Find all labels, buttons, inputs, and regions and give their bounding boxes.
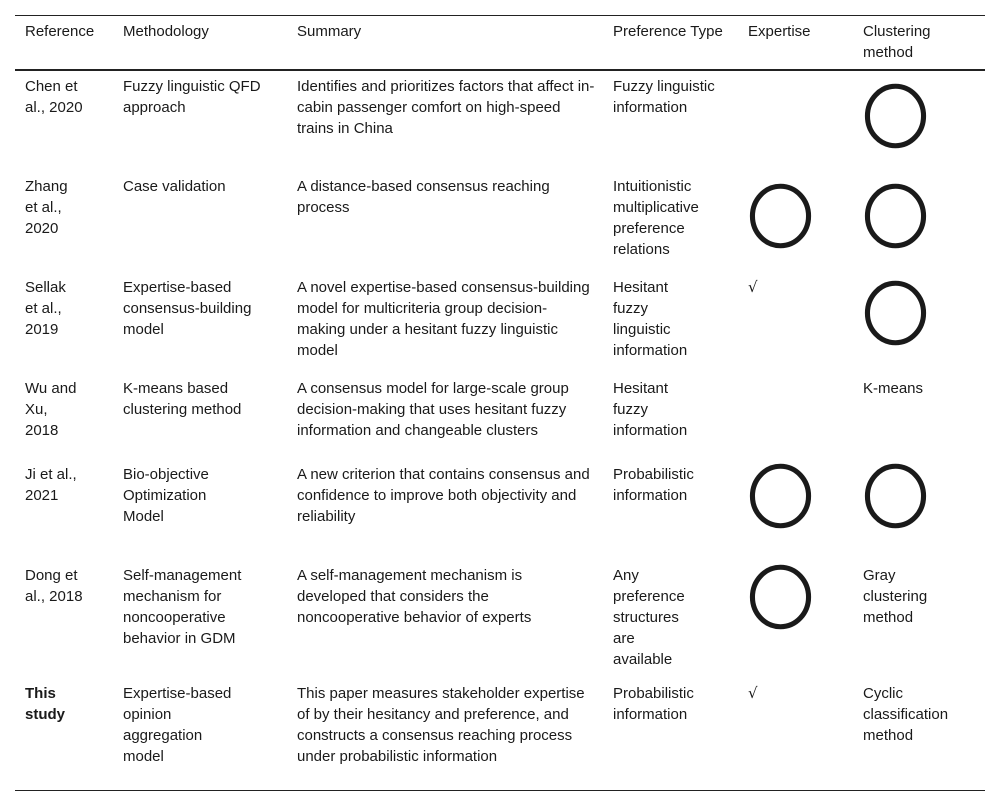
cell-preference-type: Hesitant fuzzy linguistic information	[603, 272, 738, 373]
cell-clustering-method: Gray clustering method	[853, 560, 985, 678]
cell-methodology: Fuzzy linguistic QFD approach	[123, 78, 261, 116]
circle-icon	[864, 280, 927, 346]
cell-summary: A self-management mechanism is developed…	[297, 567, 532, 626]
clustering-text: Gray clustering method	[863, 567, 928, 626]
cell-preference-type: Probabilistic information	[613, 685, 694, 723]
circle-icon	[749, 183, 812, 249]
header-preference-type: Preference Type	[613, 23, 723, 40]
cell-clustering-method: K-means	[863, 380, 924, 397]
cell-expertise	[738, 373, 853, 459]
cell-expertise	[738, 560, 853, 678]
cell-preference-type: Any preference structures are available	[603, 560, 738, 678]
cell-summary: A new criterion that contains consensus …	[297, 466, 590, 525]
cell-methodology: Expertise-based consensus-building model	[113, 272, 287, 373]
header-clustering-method: Clustering method	[863, 23, 931, 61]
table-row: Wu and Xu, 2018 K-means based clustering…	[15, 373, 985, 459]
cell-methodology: K-means based clustering method	[123, 380, 242, 418]
cell-methodology: Expertise-based opinion aggregation mode…	[113, 678, 287, 790]
reference-text: This study	[25, 685, 66, 723]
reference-text: Zhang et al., 2020	[25, 178, 68, 237]
circle-icon	[864, 83, 927, 149]
circle-icon	[864, 183, 927, 249]
table-header-row: Reference Methodology Summary Preference…	[15, 15, 985, 70]
cell-clustering-method	[853, 70, 985, 171]
comparison-table: Reference Methodology Summary Preference…	[15, 15, 985, 791]
table-row: Chen et al., 2020 Fuzzy linguistic QFD a…	[15, 70, 985, 171]
cell-reference: Dong et al., 2018	[15, 560, 113, 678]
reference-text: Chen et al., 2020	[25, 78, 83, 116]
reference-text: Wu and Xu, 2018	[25, 380, 77, 439]
circle-icon	[749, 463, 812, 529]
cell-reference: Ji et al., 2021	[15, 459, 113, 560]
cell-expertise: √	[738, 678, 853, 790]
cell-reference: Sellak et al., 2019	[15, 272, 113, 373]
cell-summary: A distance-based consensus reaching proc…	[297, 178, 550, 216]
table-row: Zhang et al., 2020 Case validation A dis…	[15, 171, 985, 272]
cell-preference-type: Probabilistic information	[613, 466, 694, 504]
table-row: Dong et al., 2018 Self-management mechan…	[15, 560, 985, 678]
reference-text: Dong et al., 2018	[25, 567, 83, 605]
cell-clustering-method: Cyclic classification method	[863, 685, 949, 744]
header-summary: Summary	[297, 23, 362, 40]
check-mark: √	[748, 278, 758, 296]
cell-methodology: Self-management mechanism for noncoopera…	[113, 560, 287, 678]
preference-text: Hesitant fuzzy linguistic information	[613, 279, 688, 359]
comparison-table-container: Reference Methodology Summary Preference…	[15, 15, 985, 791]
cell-clustering-method	[853, 272, 985, 373]
cell-reference: Zhang et al., 2020	[15, 171, 113, 272]
cell-expertise	[738, 171, 853, 272]
reference-text: Sellak et al., 2019	[25, 279, 66, 338]
cell-expertise: √	[738, 272, 853, 373]
header-expertise: Expertise	[748, 23, 811, 40]
methodology-text: Expertise-based opinion aggregation mode…	[123, 685, 232, 765]
cell-summary: A consensus model for large-scale group …	[297, 380, 569, 439]
header-reference: Reference	[25, 23, 95, 40]
cell-clustering-method	[853, 459, 985, 560]
circle-icon	[749, 564, 812, 630]
methodology-text: Bio-objective Optimization Model	[123, 466, 209, 525]
cell-expertise	[738, 459, 853, 560]
cell-summary: A novel expertise-based consensus-buildi…	[297, 279, 590, 359]
cell-summary: This paper measures stakeholder expertis…	[297, 685, 585, 765]
methodology-text: Expertise-based consensus-building model	[123, 279, 252, 338]
preference-text: Any preference structures are available	[613, 567, 685, 668]
cell-clustering-method	[853, 171, 985, 272]
cell-preference-type: Fuzzy linguistic information	[613, 78, 715, 116]
methodology-text: Self-management mechanism for noncoopera…	[123, 567, 242, 647]
header-methodology: Methodology	[123, 23, 209, 40]
table-row: This study Expertise-based opinion aggre…	[15, 678, 985, 790]
cell-reference: Chen et al., 2020	[15, 70, 113, 171]
table-row: Sellak et al., 2019 Expertise-based cons…	[15, 272, 985, 373]
check-mark: √	[748, 684, 758, 702]
circle-icon	[864, 463, 927, 529]
cell-methodology: Case validation	[123, 178, 226, 195]
cell-reference: Wu and Xu, 2018	[15, 373, 113, 459]
cell-reference: This study	[15, 678, 113, 790]
cell-expertise	[738, 70, 853, 171]
cell-methodology: Bio-objective Optimization Model	[113, 459, 287, 560]
cell-summary: Identifies and prioritizes factors that …	[297, 78, 595, 137]
cell-preference-type: Intuitionistic multiplicative preference…	[613, 178, 699, 258]
cell-preference-type: Hesitant fuzzy information	[603, 373, 738, 459]
reference-text: Ji et al., 2021	[25, 466, 77, 504]
table-row: Ji et al., 2021 Bio-objective Optimizati…	[15, 459, 985, 560]
preference-text: Hesitant fuzzy information	[613, 380, 688, 439]
